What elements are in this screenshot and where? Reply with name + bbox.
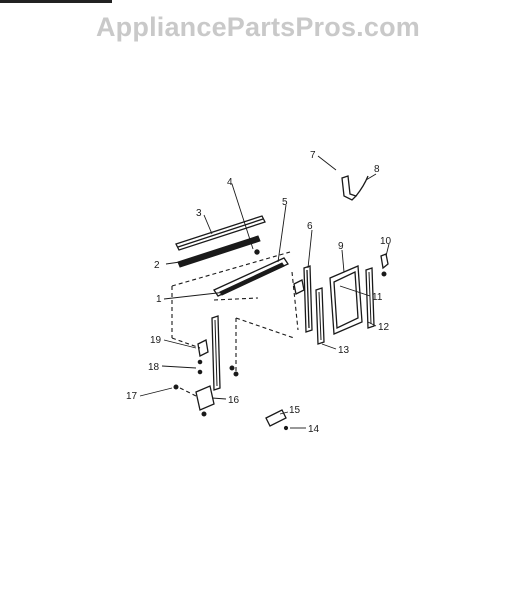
part-1-frame[interactable] [171,251,305,372]
part-9-panel[interactable] [329,265,363,335]
callout-13: 13 [338,345,350,356]
leader-lines [139,155,390,429]
callout-19: 19 [150,335,162,346]
callout-5: 5 [282,197,288,208]
callout-8: 8 [374,164,380,175]
part-18-hardware[interactable] [197,365,239,377]
part-17-screw[interactable] [173,384,197,397]
callout-6: 6 [307,221,313,232]
watermark: AppliancePartsPros.com [95,12,420,42]
part-4-screw[interactable] [254,249,260,255]
callout-15: 15 [289,405,301,416]
callout-3: 3 [196,208,202,219]
callout-18: 18 [148,362,160,373]
part-15-block[interactable] [265,409,287,427]
part-8-bracket[interactable] [341,175,369,201]
part-3-top-rail[interactable] [175,215,266,251]
callout-labels: 1 2 3 4 5 6 7 8 9 10 11 12 13 14 15 16 1… [126,150,392,435]
part-14-screw[interactable] [283,425,289,431]
part-16-post[interactable] [195,315,221,417]
callout-9: 9 [338,241,344,252]
part-5-rail[interactable] [213,257,289,297]
part-10-clip[interactable] [380,253,389,277]
callout-17: 17 [126,391,138,402]
callout-2: 2 [154,260,160,271]
part-12-strip[interactable] [365,267,375,329]
callout-12: 12 [378,322,390,333]
part-19-hardware[interactable] [197,339,209,365]
callout-16: 16 [228,395,240,406]
callout-7: 7 [310,150,316,161]
callout-4: 4 [227,177,233,188]
callout-11: 11 [372,292,383,303]
part-13-strip[interactable] [315,287,325,345]
part-6-side-strip[interactable] [303,265,313,333]
callout-1: 1 [156,294,162,305]
top-edge-bar [0,0,112,3]
callout-10: 10 [380,236,392,247]
part-2-rail[interactable] [177,235,261,268]
callout-14: 14 [308,424,320,435]
